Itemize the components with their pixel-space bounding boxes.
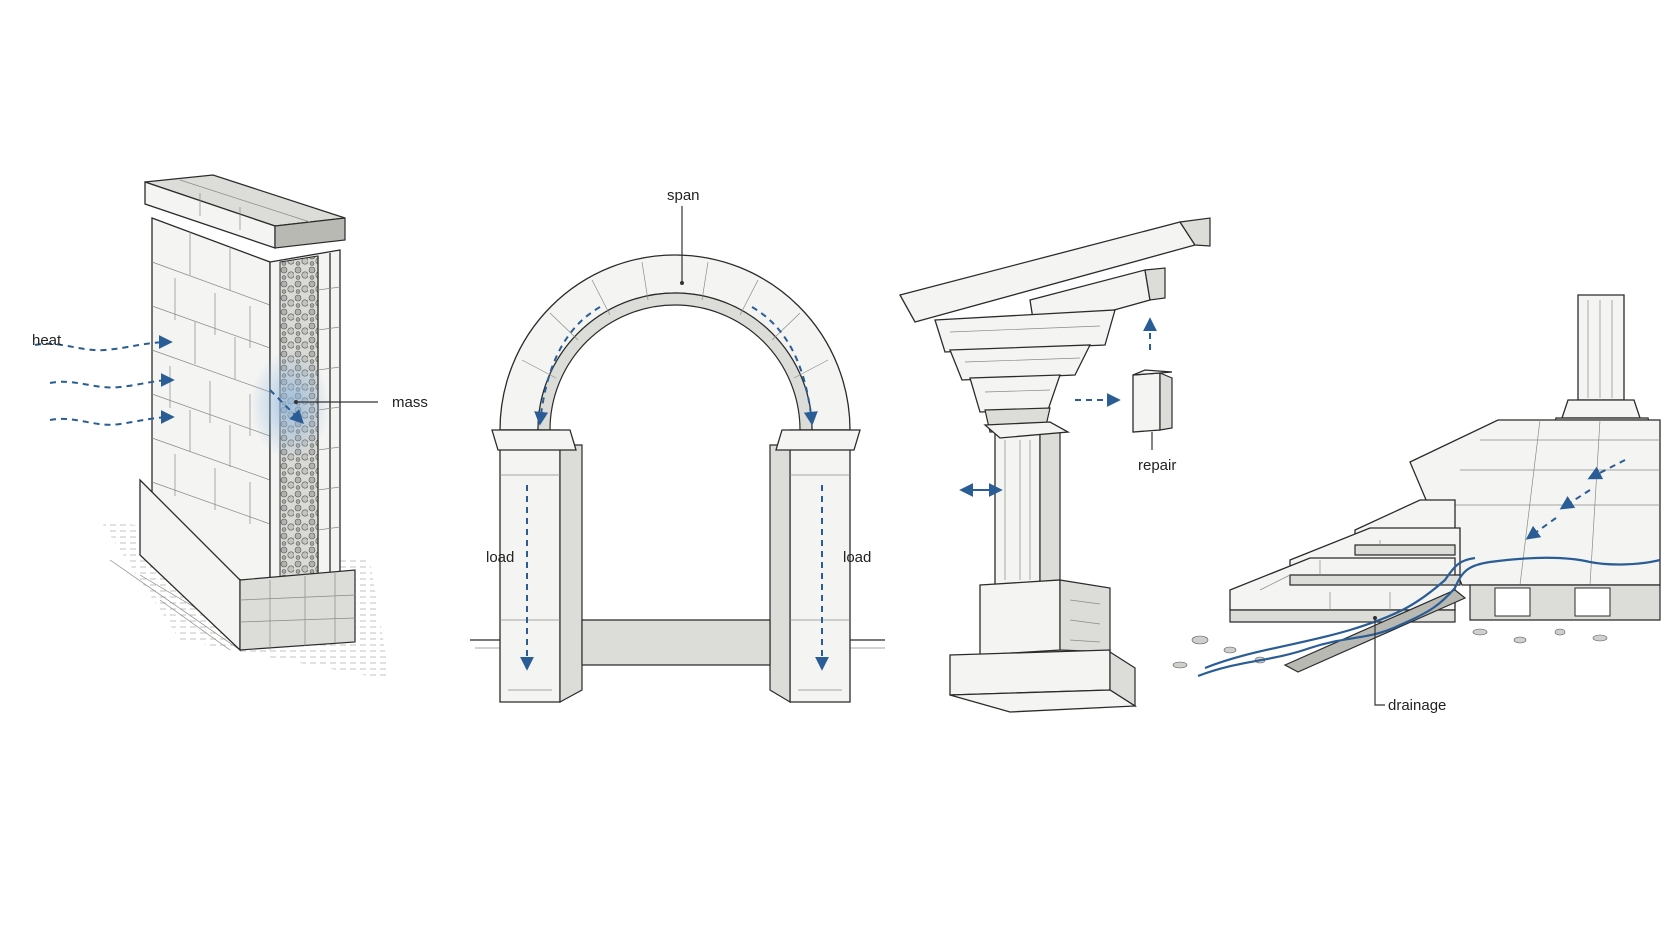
span-label: span <box>667 187 700 204</box>
drainage-label: drainage <box>1388 697 1446 714</box>
stepped-platform-illustration: drainage <box>1172 294 1661 714</box>
heat-label: heat <box>32 332 62 349</box>
timber-post-illustration: repair <box>899 217 1211 713</box>
load-left-label: load <box>486 549 514 566</box>
repair-label: repair <box>1138 457 1176 474</box>
thick-wall-illustration: heat mass <box>32 174 428 680</box>
load-right-label: load <box>843 549 871 566</box>
arch-illustration: span load load <box>470 187 885 704</box>
mass-label: mass <box>392 394 428 411</box>
